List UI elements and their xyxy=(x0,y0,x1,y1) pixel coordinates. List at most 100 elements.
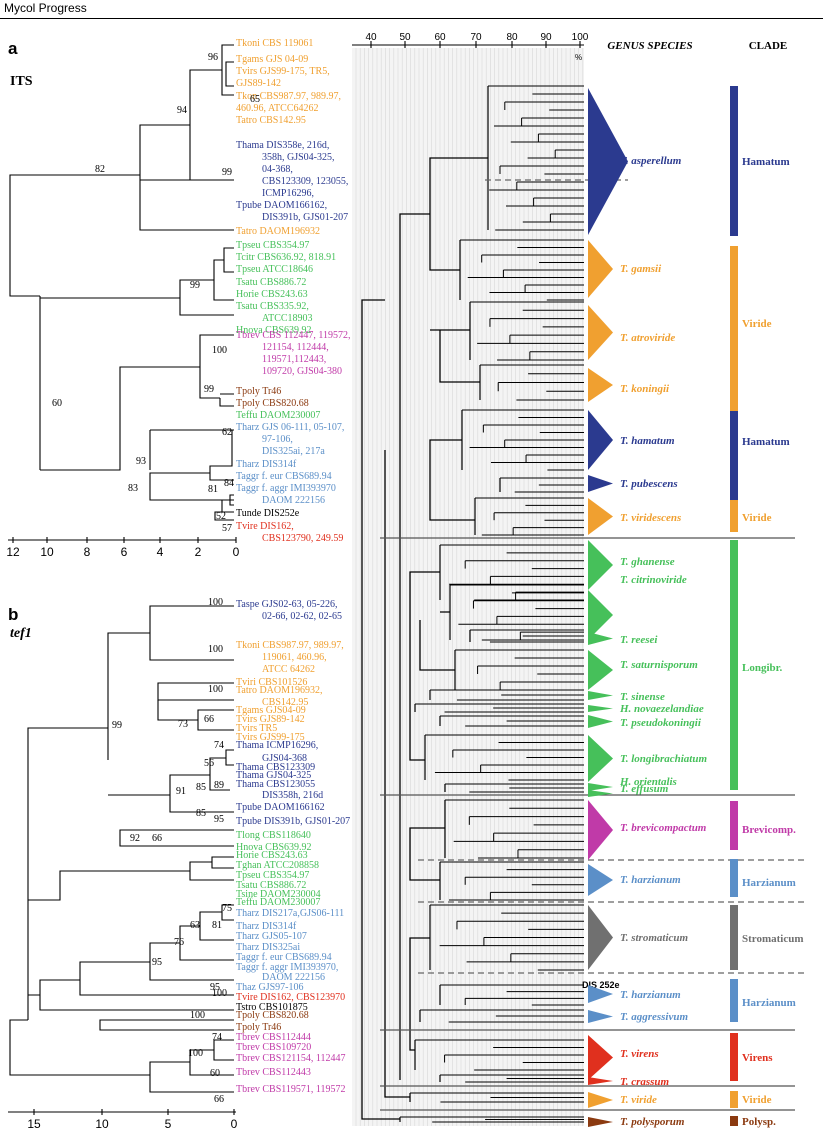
its-bootstrap-value: 99 xyxy=(204,384,214,395)
its-taxon-label: Tharz GJS 06-111, 05-107, xyxy=(236,422,344,433)
tef1-taxon-label: Tharz DIS217a,GJS06-111 xyxy=(236,908,344,919)
panel-a-title: ITS xyxy=(10,74,33,89)
tef1-taxon-label: ATCC 64262 xyxy=(262,664,315,675)
tef1-bootstrap-value: 66 xyxy=(152,833,162,844)
its-taxon-label: Tcitr CBS636.92, 818.91 xyxy=(236,252,336,263)
clade-label: Viride xyxy=(742,512,772,524)
species-triangle xyxy=(588,540,613,590)
clade-label: Longibr. xyxy=(742,662,783,674)
tef1-bootstrap-value: 74 xyxy=(214,740,224,751)
tef1-taxon-label: Tvirs GJS89-142 xyxy=(236,714,305,725)
clade-label: Viride xyxy=(742,1094,772,1106)
tef1-taxon-label: Tpseu CBS354.97 xyxy=(236,870,309,881)
its-branch-8 xyxy=(149,429,234,501)
tef1-taxon-label: Tghan ATCC208858 xyxy=(236,860,319,871)
maldi-axis-tick-label: 60 xyxy=(434,32,446,43)
tef1-taxon-label: DIS358h, 216d xyxy=(262,790,323,801)
tef1-taxon-label: Thama CBS123055 xyxy=(236,779,315,790)
species-triangle xyxy=(588,632,613,645)
species-triangle xyxy=(588,1010,613,1023)
tef1-bootstrap-value: 66 xyxy=(214,1094,224,1105)
tef1-taxon-label: Tbrev CBS112443 xyxy=(236,1067,311,1078)
genus-species-header: GENUS SPECIES xyxy=(607,40,692,52)
its-taxon-label: Tpseu ATCC18646 xyxy=(236,264,313,275)
species-triangle xyxy=(588,475,613,492)
tef1-bootstrap-value: 92 xyxy=(130,833,140,844)
its-taxon-label: GJS89-142 xyxy=(236,78,281,89)
clade-label: Hamatum xyxy=(742,156,790,168)
tef1-bootstrap-value: 76 xyxy=(174,937,184,948)
clade-bar xyxy=(730,411,738,500)
its-taxon-label: Tbrev CBS 112447, 119572, xyxy=(236,330,351,341)
its-axis-tick-label: 6 xyxy=(121,545,128,559)
its-taxon-label: CBS123309, 123055, xyxy=(262,176,348,187)
tef1-bootstrap-value: 100 xyxy=(212,988,227,999)
species-label: T. stromaticum xyxy=(620,932,688,944)
tef1-taxon-label: Horie CBS243.63 xyxy=(236,850,308,861)
tef1-taxon-label: Thaz GJS97-106 xyxy=(236,982,304,993)
tef1-taxon-label: Tharz DIS314f xyxy=(236,921,297,932)
species-label: T. hamatum xyxy=(620,435,675,447)
tef1-branch-6 xyxy=(108,774,234,813)
its-taxon-label: Tvire DIS162, xyxy=(236,521,294,532)
species-triangle xyxy=(588,985,613,1003)
clade-bar xyxy=(730,540,738,790)
species-label: T. brevicompactum xyxy=(620,822,707,834)
its-axis-tick-label: 10 xyxy=(40,545,54,559)
tef1-axis-tick-label: 0 xyxy=(231,1117,238,1131)
tef1-bootstrap-value: 75 xyxy=(222,903,232,914)
its-bootstrap-value: 62 xyxy=(222,427,232,438)
species-label: T. gamsii xyxy=(620,263,662,275)
tef1-taxon-label: Tviri CBS101526 xyxy=(236,677,307,688)
its-taxon-label: 04-368, xyxy=(262,164,293,175)
clade-label: Polysp. xyxy=(742,1116,776,1128)
its-branch-1 xyxy=(189,44,234,181)
species-triangle xyxy=(588,905,613,970)
its-bootstrap-value: 57 xyxy=(222,523,232,534)
species-triangle xyxy=(588,368,613,402)
tef1-branch-15 xyxy=(99,1019,234,1031)
clade-label: Harzianum xyxy=(742,997,796,1009)
its-taxon-label: 121154, 112444, xyxy=(262,342,329,353)
species-triangle xyxy=(588,800,613,860)
its-branch-5 xyxy=(39,296,180,470)
its-bootstrap-value: 93 xyxy=(136,456,146,467)
clade-label: Virens xyxy=(742,1052,773,1064)
tef1-branch-12 xyxy=(28,979,234,1011)
species-triangle xyxy=(588,864,613,896)
panel-b-letter: b xyxy=(8,605,18,624)
species-label: T. virens xyxy=(620,1048,659,1060)
species-label: T. sinense xyxy=(620,691,665,703)
tef1-taxon-label: Tpoly CBS820.68 xyxy=(236,1010,309,1021)
its-taxon-label: 97-106, xyxy=(262,434,293,445)
species-label: T. longibrachiatum xyxy=(620,753,707,765)
species-label: T. ghanense xyxy=(620,556,675,568)
species-label: T. atroviride xyxy=(620,332,675,344)
tef1-bootstrap-value: 100 xyxy=(208,684,223,695)
maldi-backbone-2 xyxy=(429,329,480,521)
tef1-taxon-label: Taspe GJS02-63, 05-226, xyxy=(236,599,338,610)
clade-label: Stromaticum xyxy=(742,933,804,945)
species-label: T. harzianum xyxy=(620,989,681,1001)
tef1-bootstrap-value: 100 xyxy=(208,644,223,655)
species-label: T. asperellum xyxy=(620,155,682,167)
panel-b-title: tef1 xyxy=(10,626,32,641)
tef1-taxon-label: 119061, 460.96, xyxy=(262,652,327,663)
tef1-bootstrap-value: 95 xyxy=(210,982,220,993)
tef1-taxon-label: Tgams GJS04-09 xyxy=(236,705,306,716)
its-taxon-label: Hnova CBS639.92 xyxy=(236,325,312,336)
its-bootstrap-value: 52 xyxy=(216,511,226,522)
journal-name: Mycol Progress xyxy=(4,1,87,15)
tef1-bootstrap-value: 73 xyxy=(178,719,188,730)
tef1-taxon-label: Hnova CBS639.92 xyxy=(236,842,312,853)
tef1-taxon-label: Tharz DIS325ai xyxy=(236,942,300,953)
tef1-axis-tick-label: 10 xyxy=(95,1117,109,1131)
species-triangle xyxy=(588,1092,613,1108)
panel-a-letter: a xyxy=(8,39,18,58)
tef1-taxon-label: 02-66, 02-62, 02-65 xyxy=(262,611,342,622)
tef1-bootstrap-value: 99 xyxy=(112,720,122,731)
its-bootstrap-value: 60 xyxy=(52,398,62,409)
maldi-backbone-5 xyxy=(361,299,410,1120)
tef1-branch-2 xyxy=(107,632,150,760)
species-label: T. polysporum xyxy=(620,1116,685,1128)
